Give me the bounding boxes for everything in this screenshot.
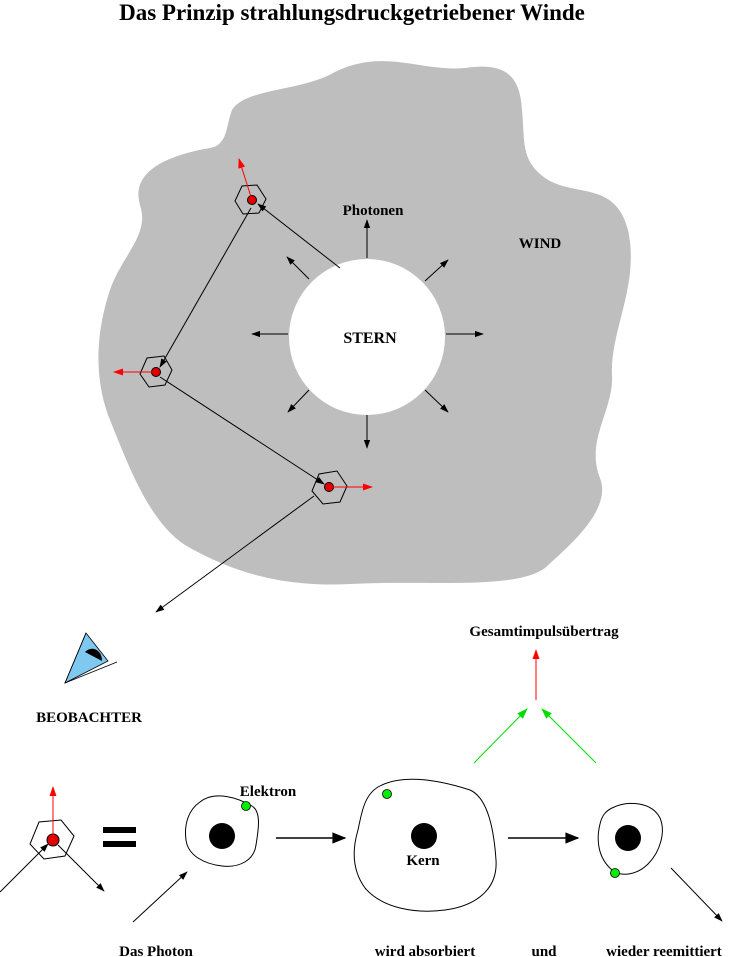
atom-hexagon [234, 184, 267, 215]
electron [382, 789, 392, 799]
outgoing-photon-arrow [670, 867, 723, 922]
photon-path-segment [155, 495, 315, 613]
incoming-photon-arrow [132, 871, 188, 923]
electron [610, 868, 620, 878]
star-label: STERN [343, 330, 397, 347]
photon-path [155, 203, 341, 613]
photon-path-segment [257, 203, 341, 269]
caption-photon: Das Photon [119, 944, 193, 957]
atom-hexagon [29, 819, 75, 860]
atom-3 [311, 470, 373, 505]
atom-hexagon [311, 470, 348, 505]
caption-reemitted: wieder reemittiert [606, 944, 722, 957]
atom-ground-state [132, 795, 259, 923]
atom-reemission-state [597, 802, 723, 922]
photonen-label: Photonen [343, 203, 405, 219]
caption-absorbed: wird absorbiert [375, 944, 475, 957]
observer-label: BEOBACHTER [36, 710, 142, 726]
electron [241, 801, 251, 811]
atom-2 [113, 355, 173, 388]
page-title: Das Prinzip strahlungsdruckgetriebener W… [119, 0, 585, 25]
momentum-arrow [238, 158, 253, 201]
photon-arrow-upleft [286, 256, 310, 280]
momentum-transfer-label: Gesamtimpulsübertrag [469, 624, 619, 640]
star [289, 259, 445, 415]
scattering-atom-detail [0, 786, 105, 893]
equals-sign [103, 827, 136, 847]
observer-eye-icon [64, 632, 118, 684]
emission-momentum-arrow [541, 708, 597, 764]
atom-excited-state [353, 778, 497, 912]
photon-path-segment [159, 207, 252, 368]
wind-label: WIND [519, 236, 562, 252]
nucleus-label: Kern [406, 853, 440, 869]
absorption-momentum-arrow [473, 708, 528, 764]
nucleus [615, 825, 641, 851]
caption-and: und [531, 944, 557, 957]
atom-hexagon [139, 355, 173, 388]
photon-arrow-downleft [287, 389, 310, 413]
photon-arrow-downright [424, 389, 449, 413]
incoming-photon-arrow [0, 843, 49, 893]
electron-label: Elektron [240, 784, 297, 800]
photon-path-segment [159, 376, 325, 485]
photon-arrows [251, 219, 484, 449]
electron-orbit [597, 802, 663, 875]
nucleus [411, 823, 437, 849]
outgoing-photon-arrow [57, 844, 105, 892]
photon-arrow-upright [424, 259, 449, 282]
nucleus [209, 823, 235, 849]
electron-orbit [353, 778, 497, 912]
atom-1 [234, 158, 267, 215]
